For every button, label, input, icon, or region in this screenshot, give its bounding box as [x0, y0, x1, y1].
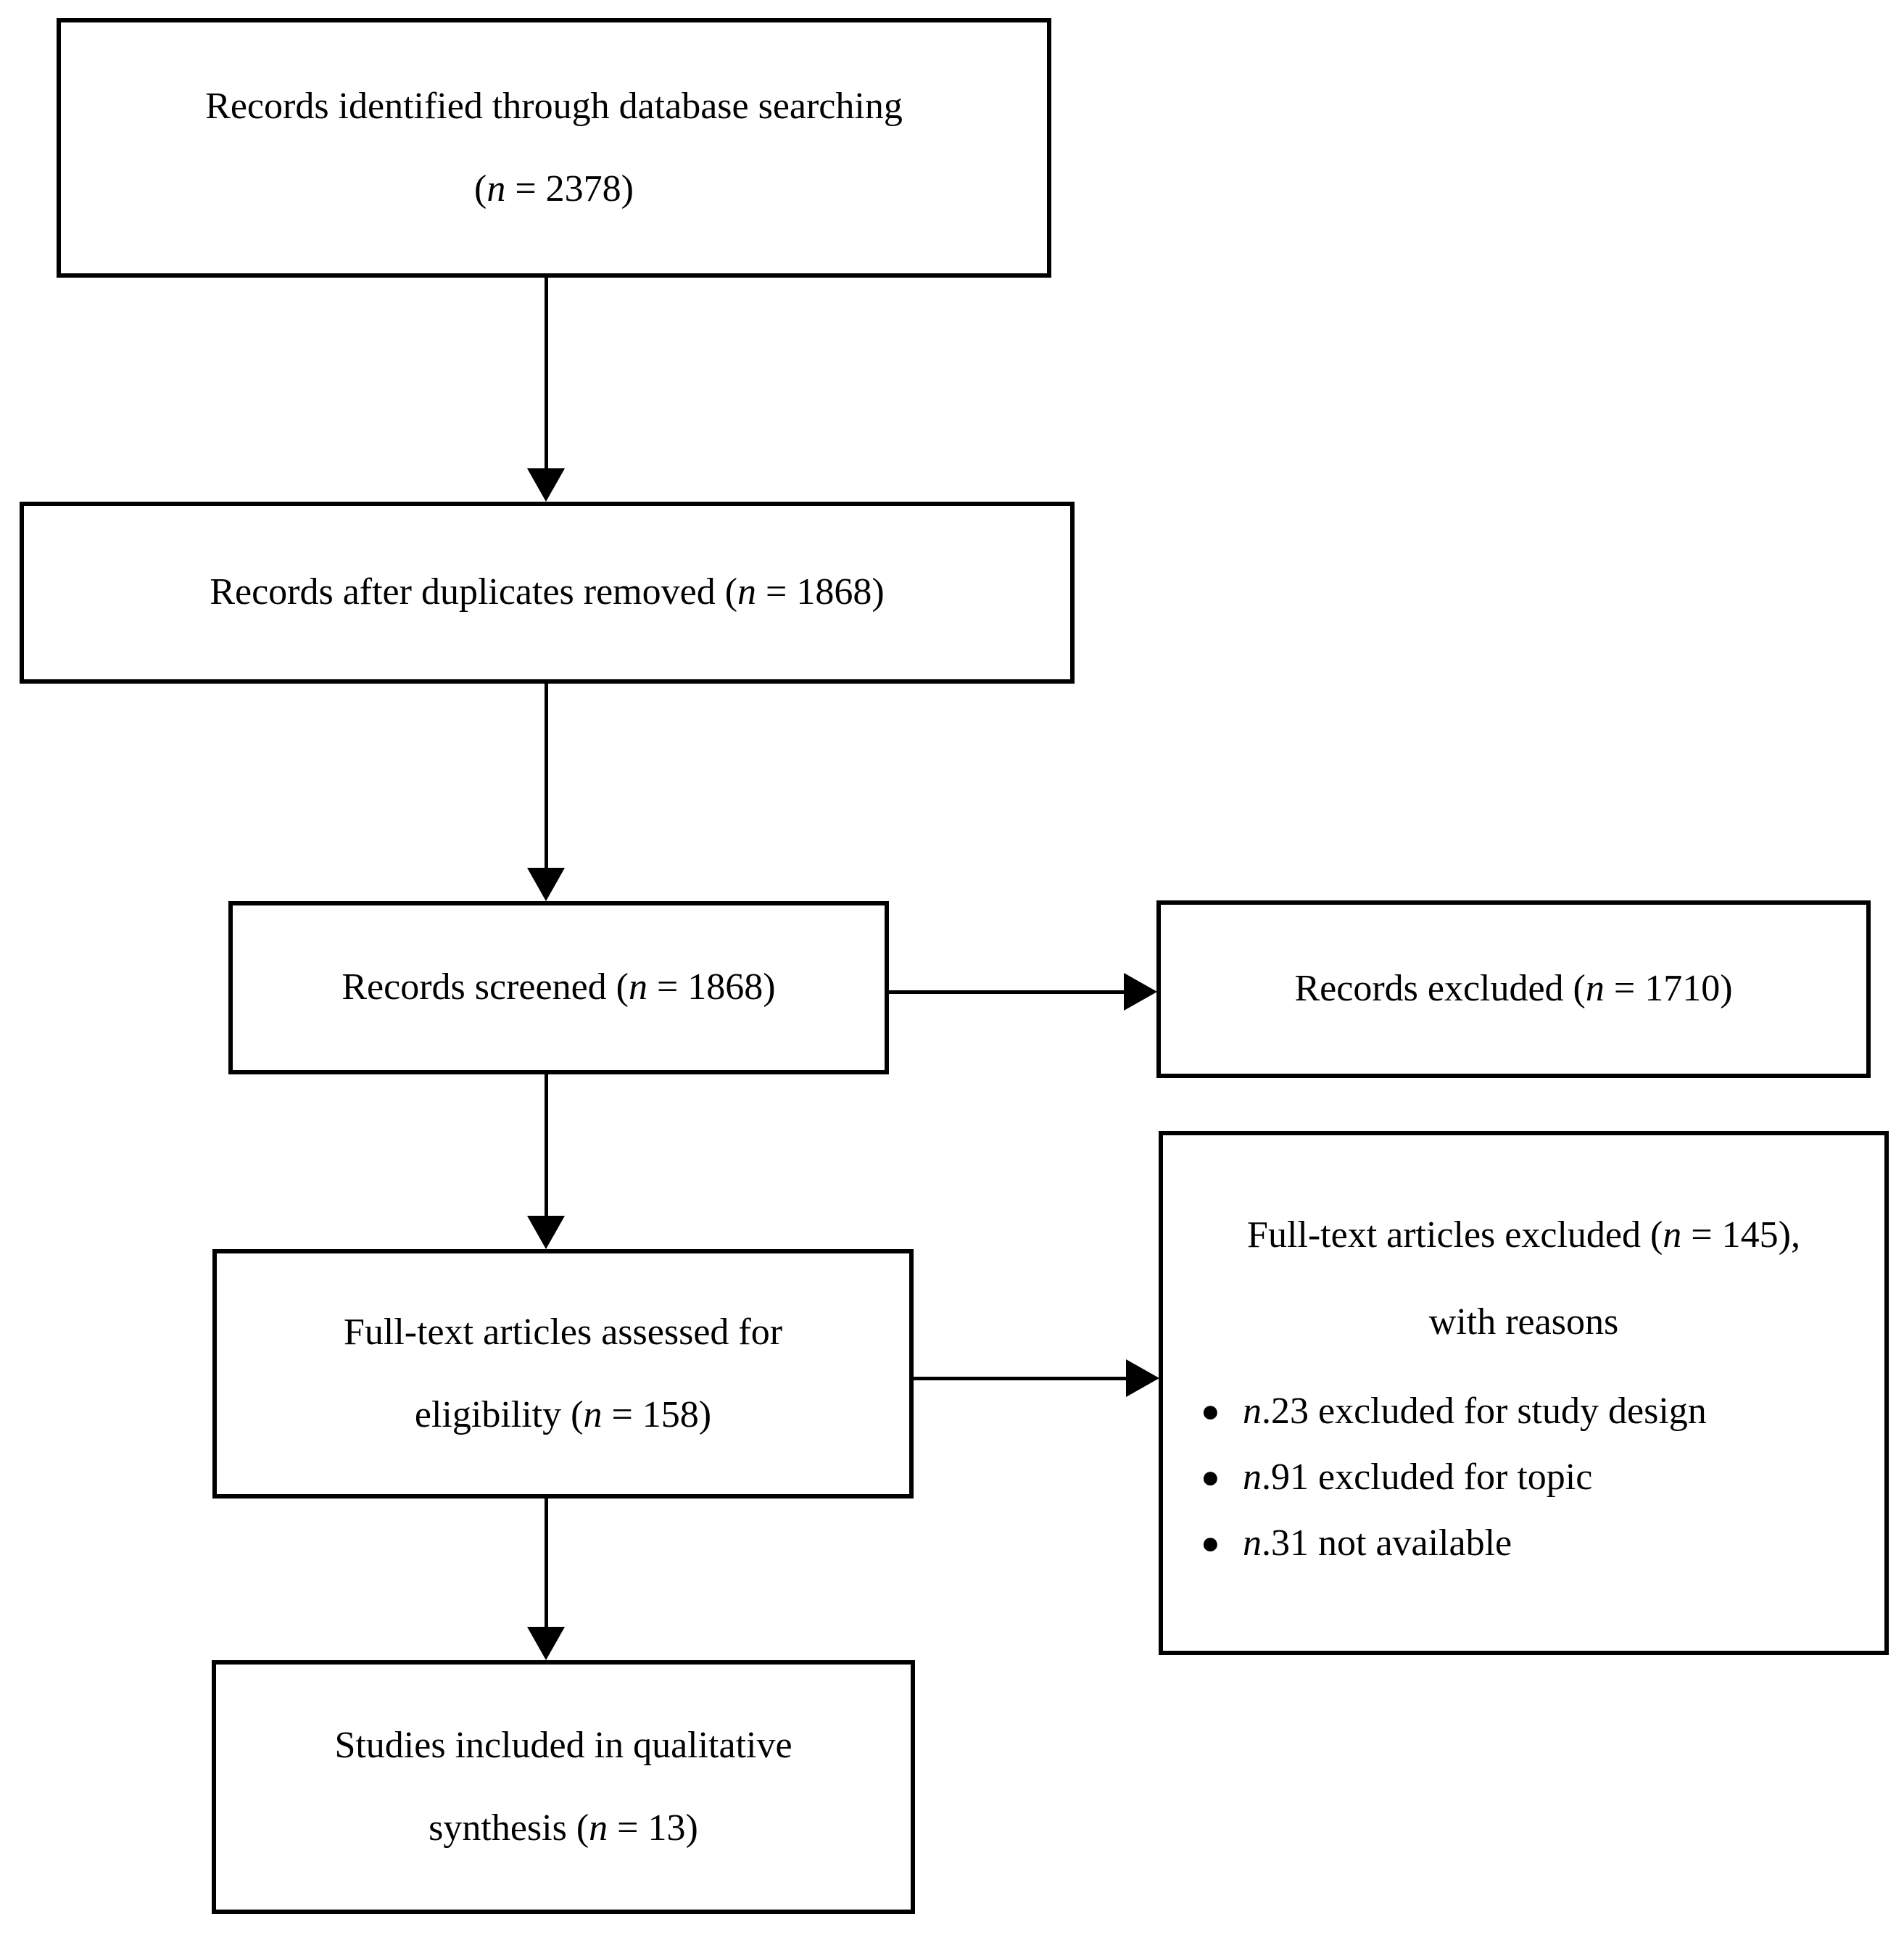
exclusion-reasons-list: ● n.23 excluded for study design ● n.91 … — [1163, 1378, 1884, 1576]
reason-text: n.23 excluded for study design — [1243, 1390, 1707, 1433]
n-symbol: n — [628, 966, 647, 1008]
bullet-icon: ● — [1201, 1525, 1220, 1562]
arrow-line-fulltext-to-included — [545, 1498, 548, 1628]
reason-text: n.91 excluded for topic — [1243, 1456, 1593, 1498]
records-identified-count: (n = 2378) — [474, 168, 634, 210]
arrowhead-right-icon — [1126, 1359, 1159, 1397]
arrow-line-fulltext-to-reasons — [914, 1377, 1127, 1380]
studies-included-label-line1: Studies included in qualitative — [334, 1724, 792, 1766]
box-records-screened: Records screened (n = 1868) — [228, 901, 889, 1074]
box-studies-included: Studies included in qualitative synthesi… — [212, 1660, 915, 1914]
n-symbol: n — [487, 168, 506, 210]
duplicates-removed-label: Records after duplicates removed (n = 18… — [210, 571, 885, 613]
n-symbol: n — [1663, 1214, 1682, 1256]
records-excluded-label: Records excluded (n = 1710) — [1294, 968, 1733, 1010]
fulltext-assessed-label-line2: eligibility (n = 158) — [414, 1394, 712, 1435]
n-symbol: n — [1585, 968, 1605, 1010]
box-fulltext-excluded-reasons-text: Full-text articles excluded (n = 145), w… — [1163, 1192, 1884, 1576]
arrow-line-identified-to-dedup — [545, 278, 548, 469]
box-fulltext-assessed-text: Full-text articles assessed for eligibil… — [217, 1291, 909, 1457]
box-records-excluded: Records excluded (n = 1710) — [1156, 900, 1871, 1078]
list-item: ● n.31 not available — [1163, 1510, 1884, 1576]
arrowhead-down-icon — [527, 868, 565, 901]
arrowhead-down-icon — [527, 1627, 565, 1660]
fulltext-excluded-title: Full-text articles excluded (n = 145), w… — [1247, 1214, 1800, 1343]
n-symbol: n — [589, 1807, 608, 1849]
arrowhead-down-icon — [527, 468, 565, 502]
arrowhead-right-icon — [1124, 973, 1157, 1011]
arrowhead-down-icon — [527, 1216, 565, 1249]
list-item: ● n.23 excluded for study design — [1163, 1378, 1884, 1444]
arrow-line-screened-to-excluded — [889, 990, 1125, 994]
reason-text: n.31 not available — [1243, 1522, 1512, 1564]
fulltext-assessed-label-line1: Full-text articles assessed for — [343, 1311, 783, 1353]
list-item: ● n.91 excluded for topic — [1163, 1444, 1884, 1510]
studies-included-label-line2: synthesis (n = 13) — [429, 1807, 698, 1849]
box-records-excluded-text: Records excluded (n = 1710) — [1161, 948, 1866, 1030]
records-identified-label: Records identified through database sear… — [205, 85, 903, 127]
box-records-identified: Records identified through database sear… — [57, 18, 1051, 278]
bullet-icon: ● — [1201, 1393, 1220, 1430]
box-duplicates-removed-text: Records after duplicates removed (n = 18… — [24, 551, 1070, 634]
box-fulltext-assessed: Full-text articles assessed for eligibil… — [212, 1249, 914, 1498]
n-symbol: n — [737, 571, 757, 613]
box-studies-included-text: Studies included in qualitative synthesi… — [216, 1704, 911, 1870]
arrow-line-dedup-to-screened — [545, 684, 548, 869]
fulltext-excluded-subtitle: with reasons — [1428, 1301, 1619, 1343]
box-records-screened-text: Records screened (n = 1868) — [233, 946, 885, 1029]
arrow-line-screened-to-fulltext — [545, 1074, 548, 1216]
box-duplicates-removed: Records after duplicates removed (n = 18… — [20, 502, 1075, 684]
box-fulltext-excluded-reasons: Full-text articles excluded (n = 145), w… — [1159, 1131, 1889, 1655]
records-screened-label: Records screened (n = 1868) — [342, 966, 776, 1008]
bullet-icon: ● — [1201, 1459, 1220, 1496]
box-records-identified-text: Records identified through database sear… — [61, 65, 1047, 231]
n-symbol: n — [583, 1394, 603, 1435]
